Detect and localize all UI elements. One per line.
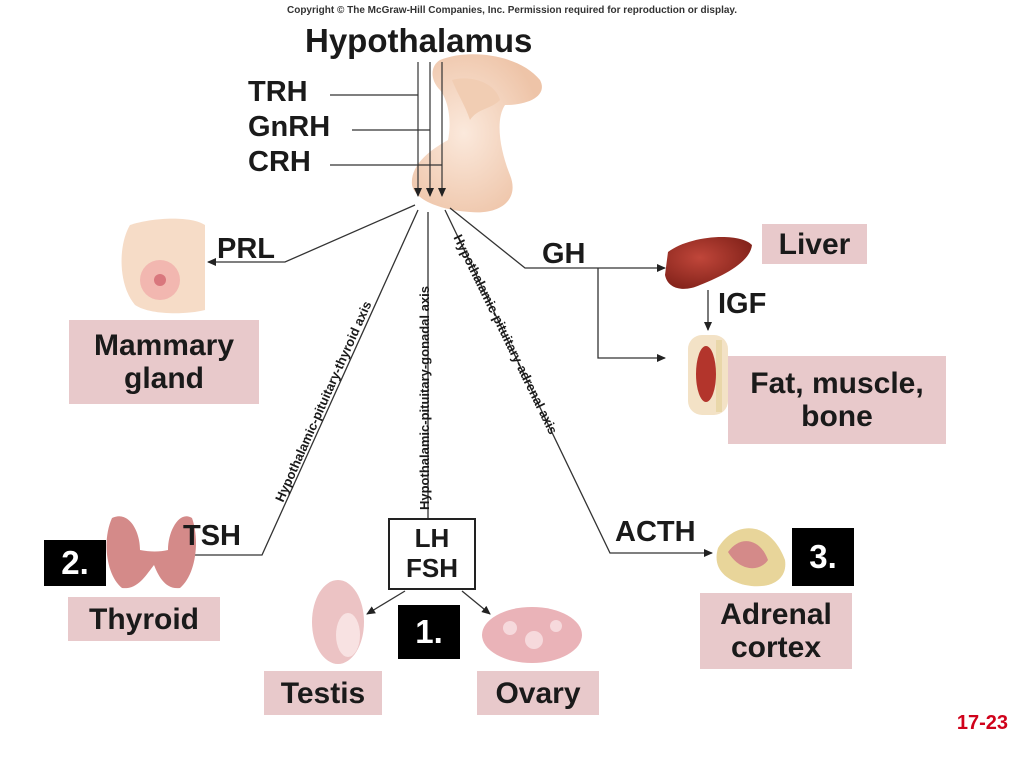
mammary-line1: Mammary (93, 329, 235, 362)
label-gnrh: GnRH (248, 111, 331, 143)
label-prl: PRL (217, 233, 275, 265)
testis-text: Testis (280, 676, 366, 710)
label-trh: TRH (248, 76, 308, 108)
marker-2-text: 2. (61, 544, 89, 581)
marker-2: 2. (44, 540, 106, 586)
marker-3-text: 3. (809, 538, 837, 575)
thyroid-label: Thyroid (68, 597, 220, 641)
marker-1: 1. (398, 605, 460, 659)
label-gh: GH (542, 238, 586, 270)
ovary-illustration (482, 607, 582, 663)
copyright-notice: Copyright © The McGraw-Hill Companies, I… (286, 5, 738, 16)
marker-1-text: 1. (415, 613, 443, 650)
pathway-lines (182, 204, 713, 615)
label-crh: CRH (248, 146, 311, 178)
label-fsh: FSH (406, 553, 458, 583)
fat-muscle-bone-label: Fat, muscle, bone (728, 356, 946, 444)
mammary-gland-label: Mammary gland (69, 320, 259, 404)
mammary-illustration (121, 218, 205, 314)
label-tsh: TSH (183, 520, 241, 552)
testis-label: Testis (264, 671, 382, 715)
label-lh: LH (414, 523, 450, 554)
slide-number: 17-23 (956, 712, 1008, 734)
ovary-label: Ovary (477, 671, 599, 715)
fat-line1: Fat, muscle, (750, 367, 924, 400)
liver-label: Liver (762, 224, 867, 264)
marker-3: 3. (792, 528, 854, 586)
hypothalamus-title: Hypothalamus (305, 22, 533, 59)
adrenal-line1: Adrenal (720, 598, 832, 631)
mammary-line2: gland (124, 362, 204, 395)
lh-fsh-box: LH FSH (388, 518, 476, 590)
adrenal-illustration (716, 528, 786, 587)
releasing-hormone-lines (330, 62, 446, 197)
liver-illustration (665, 236, 752, 289)
fat-muscle-bone-illustration (688, 335, 728, 415)
thyroid-illustration (106, 516, 196, 589)
pituitary-illustration (411, 54, 542, 213)
label-igf: IGF (718, 288, 767, 320)
ovary-text: Ovary (495, 676, 581, 710)
testis-illustration (312, 580, 364, 664)
adrenal-cortex-label: Adrenal cortex (700, 593, 852, 669)
liver-text: Liver (778, 227, 851, 261)
adrenal-line2: cortex (730, 631, 822, 664)
fat-line2: bone (801, 400, 873, 433)
label-acth: ACTH (615, 516, 696, 548)
gonadal-axis-label: Hypothalamic-pituitary-gonadal axis (417, 286, 432, 510)
thyroid-text: Thyroid (89, 602, 199, 636)
